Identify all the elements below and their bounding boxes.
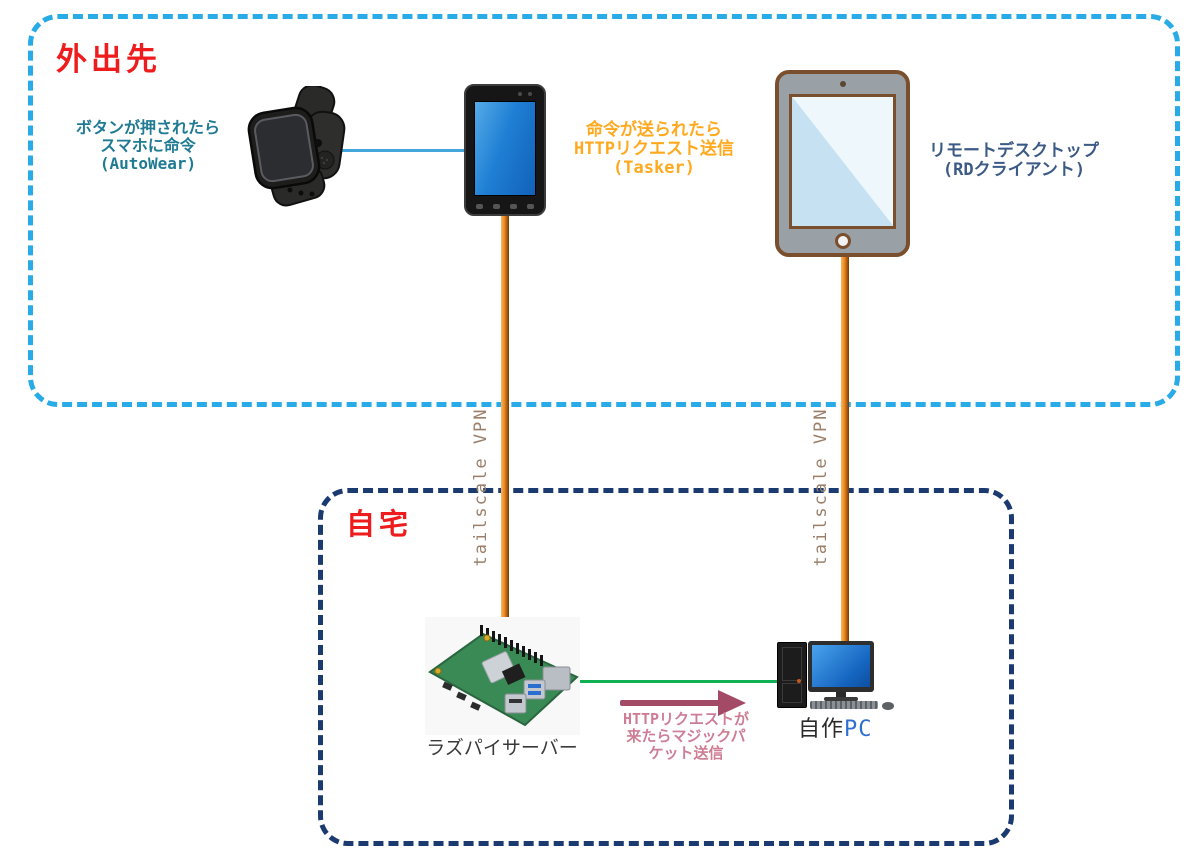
tablet-caption-line2: (RDクライアント) <box>942 160 1086 180</box>
phone-camera-icon <box>528 92 532 96</box>
watch-face <box>247 106 322 190</box>
pc-power-led <box>797 679 801 683</box>
pc-tower-panel <box>782 647 802 681</box>
pc-monitor-stand <box>836 692 846 698</box>
pc-monitor-screen <box>812 645 870 687</box>
vpn-label-right: tailscale VPN <box>811 407 831 567</box>
pc-monitor-base <box>824 697 858 701</box>
phone-back-icon <box>476 204 483 209</box>
pc-label: 自作PC <box>798 711 873 743</box>
tablet-illustration <box>775 70 910 257</box>
outside-zone-box <box>28 14 1180 407</box>
tablet-caption-line1: リモートデスクトップ <box>929 141 1099 161</box>
phone-search-icon <box>527 204 534 209</box>
tablet-to-pc-vpn-line <box>841 257 849 642</box>
smartphone-caption-line1: 命令が送られたら <box>586 120 722 140</box>
smartwatch-caption-line2: スマホに命令 <box>100 136 196 155</box>
magic-packet-arrow <box>620 700 720 706</box>
phone-to-raspi-vpn-line <box>501 216 509 620</box>
tablet-screen <box>789 94 896 229</box>
smartphone-illustration <box>464 84 546 216</box>
tablet-home-button <box>834 233 851 249</box>
pc-mouse <box>882 702 894 710</box>
magic-packet-caption: HTTPリクエストが 来たらマジックパ ケット送信 <box>598 711 774 762</box>
smartwatch-caption-line3: (AutoWear) <box>99 154 197 173</box>
home-zone-label: 自宅 <box>346 509 413 541</box>
phone-screen <box>474 101 536 196</box>
pc-tower-bay <box>782 683 802 703</box>
magic-packet-caption-line2: 来たらマジックパ <box>626 727 746 745</box>
pc-monitor <box>808 641 874 692</box>
smartphone-caption-line3: (Tasker) <box>613 158 695 178</box>
tablet-camera-icon <box>839 81 846 87</box>
magic-packet-arrowhead-icon <box>718 690 746 716</box>
raspberry-pi-board <box>428 625 579 727</box>
tablet-caption: リモートデスクトップ (RDクライアント) <box>908 142 1120 180</box>
outside-zone-label: 外出先 <box>56 42 161 77</box>
phone-home-icon <box>493 204 500 209</box>
raspi-gpio-pins <box>480 625 543 666</box>
smartwatch-caption-line1: ボタンが押されたら <box>75 118 220 137</box>
magic-packet-caption-line3: ケット送信 <box>648 744 724 762</box>
phone-speaker-icon <box>518 92 522 96</box>
smartwatch-caption: ボタンが押されたら スマホに命令 (AutoWear) <box>42 119 254 173</box>
raspi-to-pc-line <box>580 680 778 683</box>
raspi-chip <box>501 663 526 686</box>
raspberry-pi-photo <box>425 617 580 735</box>
watch-to-phone-line <box>332 149 466 152</box>
raspi-ethernet-port <box>542 666 571 691</box>
raspi-usb-port-2 <box>504 693 527 714</box>
vpn-label-left: tailscale VPN <box>471 407 491 567</box>
pc-keyboard <box>810 701 878 709</box>
phone-recents-icon <box>510 204 517 209</box>
smartphone-caption-line2: HTTPリクエスト送信 <box>574 139 734 159</box>
phone-nav-buttons <box>476 204 534 210</box>
smartwatch-illustration <box>247 86 346 207</box>
magic-packet-caption-line1: HTTPリクエストが <box>622 710 750 728</box>
pc-label-main: 自作 <box>798 717 845 742</box>
raspi-mount-hole <box>483 634 491 642</box>
pc-label-accent: PC <box>844 717 873 742</box>
smartphone-caption: 命令が送られたら HTTPリクエスト送信 (Tasker) <box>548 121 760 178</box>
home-zone-box <box>318 488 1014 846</box>
pc-tower <box>777 642 807 708</box>
raspi-mount-hole <box>434 667 442 675</box>
raspberry-pi-label: ラズパイサーバー <box>426 737 578 759</box>
raspi-usb-port-1 <box>523 679 546 700</box>
